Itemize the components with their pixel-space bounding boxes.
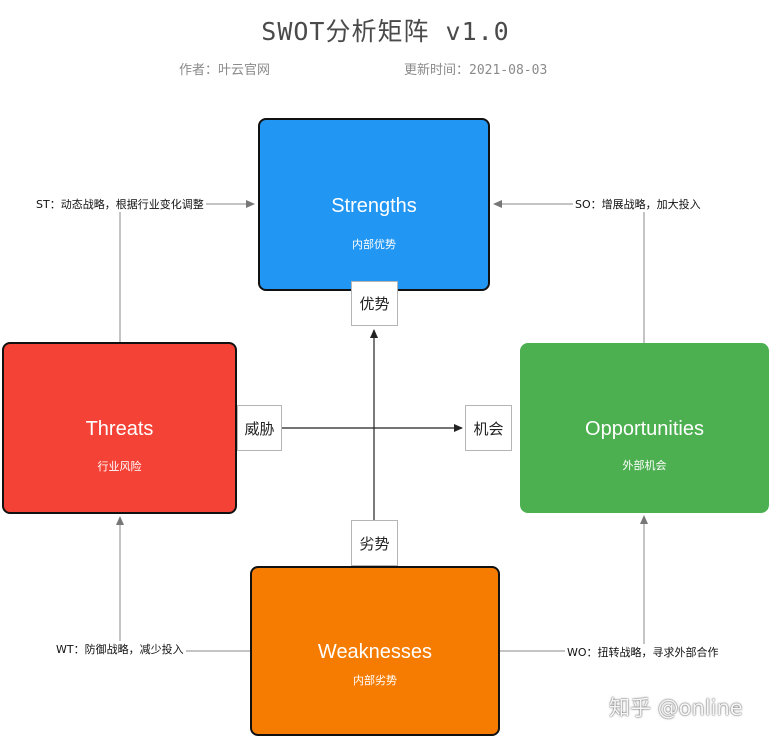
- st-strategy-label: ST：动态战略，根据行业变化调整: [34, 196, 206, 212]
- wt-strategy-label: WT：防御战略，减少投入: [54, 641, 186, 657]
- weaknesses-box: Weaknesses 内部劣势: [250, 566, 500, 736]
- strengths-title: Strengths: [331, 195, 417, 217]
- threats-subtitle: 行业风险: [97, 460, 142, 473]
- author-line: 作者：叶云官网: [179, 63, 271, 78]
- wt-connector: [116, 516, 250, 652]
- threats-box: Threats 行业风险: [2, 342, 237, 514]
- opportunities-box: Opportunities 外部机会: [520, 343, 769, 513]
- weaknesses-subtitle: 内部劣势: [353, 674, 397, 687]
- wo-connector: [500, 515, 648, 652]
- disadvantage-label: 劣势: [351, 520, 398, 566]
- strengths-subtitle: 内部优势: [352, 238, 396, 251]
- watermark: 知乎 @online: [609, 696, 743, 720]
- wo-strategy-label: WO：扭转战略，寻求外部合作: [565, 644, 721, 660]
- so-connector: [493, 200, 645, 343]
- opportunity-label: 机会: [465, 405, 512, 451]
- advantage-label: 优势: [351, 281, 398, 326]
- so-strategy-label: SO：增展战略，加大投入: [573, 196, 703, 212]
- threat-label: 威胁: [237, 405, 282, 451]
- opportunities-subtitle: 外部机会: [622, 459, 667, 472]
- threats-title: Threats: [85, 418, 154, 440]
- weaknesses-title: Weaknesses: [317, 641, 433, 663]
- strengths-box: Strengths 内部优势: [258, 118, 490, 291]
- opportunities-title: Opportunities: [585, 418, 704, 440]
- diagram-title: SWOT分析矩阵 v1.0: [261, 17, 510, 46]
- st-connector: [119, 200, 255, 342]
- updated-line: 更新时间：2021-08-03: [404, 63, 548, 78]
